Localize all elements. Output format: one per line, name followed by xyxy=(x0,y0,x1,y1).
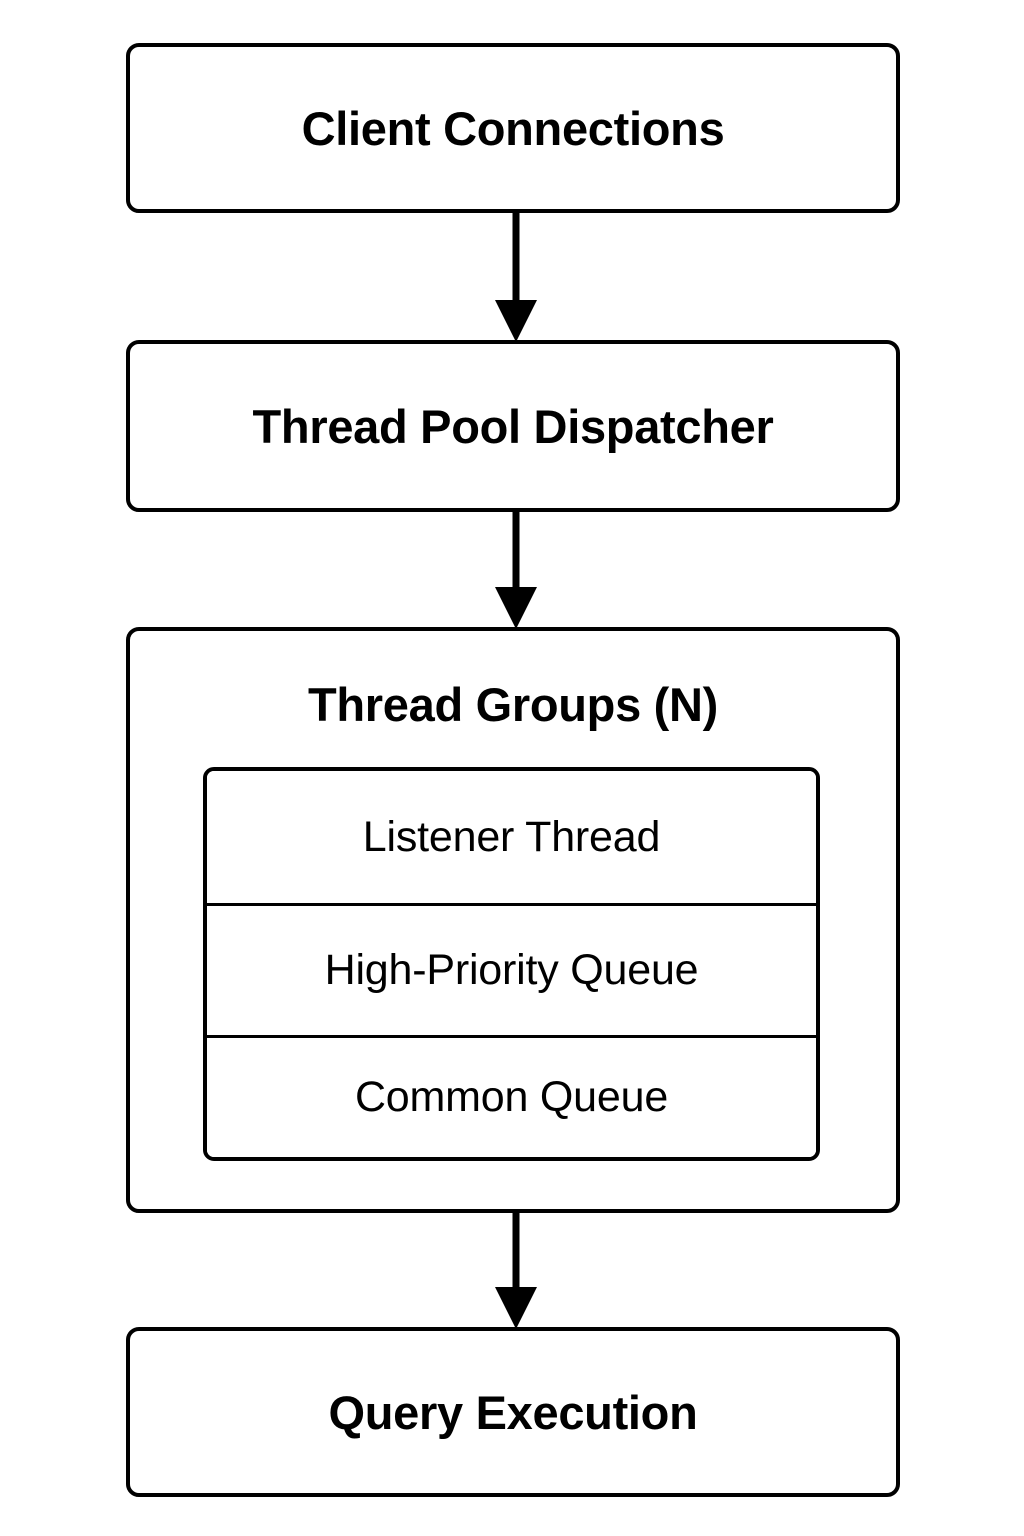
connector-thread-pool-dispatcher-to-thread-groups xyxy=(495,512,537,629)
node-thread-groups[interactable]: Thread Groups (N) Listener Thread High-P… xyxy=(126,627,900,1213)
node-high-priority-queue-label: High-Priority Queue xyxy=(324,946,699,994)
node-listener-thread[interactable]: Listener Thread xyxy=(207,771,816,903)
node-thread-pool-dispatcher-label: Thread Pool Dispatcher xyxy=(252,399,774,453)
node-thread-groups-title: Thread Groups (N) xyxy=(130,681,896,728)
node-query-execution[interactable]: Query Execution xyxy=(126,1327,900,1497)
node-common-queue[interactable]: Common Queue xyxy=(207,1035,816,1157)
node-client-connections[interactable]: Client Connections xyxy=(126,43,900,213)
node-query-execution-label: Query Execution xyxy=(328,1385,698,1439)
node-common-queue-label: Common Queue xyxy=(354,1073,669,1121)
node-listener-thread-label: Listener Thread xyxy=(362,812,661,861)
connector-thread-groups-to-query-execution xyxy=(495,1213,537,1329)
node-client-connections-label: Client Connections xyxy=(301,101,725,155)
node-thread-pool-dispatcher[interactable]: Thread Pool Dispatcher xyxy=(126,340,900,512)
thread-group-components-stack: Listener Thread High-Priority Queue Comm… xyxy=(203,767,820,1161)
node-thread-groups-label: Thread Groups (N) xyxy=(307,678,719,731)
connector-client-connections-to-thread-pool-dispatcher xyxy=(495,213,537,342)
node-high-priority-queue[interactable]: High-Priority Queue xyxy=(207,903,816,1035)
